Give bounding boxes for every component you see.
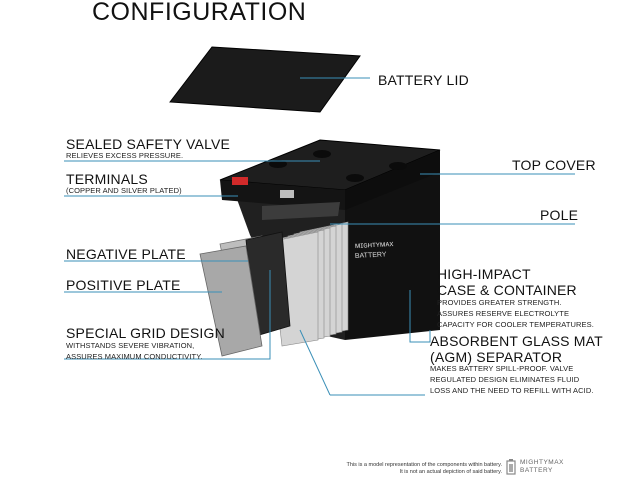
footnote-line: It is not an actual depiction of said ba… bbox=[399, 469, 502, 475]
label-agm-2: (AGM) SEPARATOR bbox=[430, 349, 563, 365]
special-grid-sub-line: WITHSTANDS SEVERE VIBRATION, bbox=[66, 341, 195, 350]
label-high-impact-2: CASE & CONTAINER bbox=[437, 282, 577, 298]
footnote-line: This is a model representation of the co… bbox=[346, 462, 502, 468]
battery-icon bbox=[506, 459, 516, 475]
label-sealed-safety-valve-sub: RELIEVES EXCESS PRESSURE. bbox=[66, 151, 184, 160]
label-negative-plate: NEGATIVE PLATE bbox=[66, 246, 186, 262]
logo-line-2: BATTERY bbox=[520, 467, 553, 474]
high-impact-sub-line: ASSURES RESERVE ELECTROLYTE bbox=[437, 309, 570, 318]
leader-lines bbox=[64, 77, 575, 396]
label-agm-sub: MAKES BATTERY SPILL-PROOF. VALVE REGULAT… bbox=[430, 363, 594, 396]
label-agm-1: ABSORBENT GLASS MAT bbox=[430, 333, 603, 349]
brand-logo: MIGHTYMAX BATTERY bbox=[506, 458, 616, 476]
label-top-cover: TOP COVER bbox=[512, 157, 596, 173]
label-sealed-safety-valve: SEALED SAFETY VALVE bbox=[66, 136, 231, 152]
positive-plate-shape bbox=[199, 245, 263, 357]
high-impact-sub-line: PROVIDES GREATER STRENGTH. bbox=[437, 298, 562, 307]
separator-plates bbox=[269, 221, 349, 347]
label-special-grid: SPECIAL GRID DESIGN bbox=[66, 325, 225, 341]
logo-line-1: MIGHTYMAX bbox=[520, 459, 564, 466]
top-cover-shape bbox=[219, 139, 441, 210]
agm-sub-line: LOSS AND THE NEED TO REFILL WITH ACID. bbox=[430, 386, 594, 395]
label-special-grid-sub: WITHSTANDS SEVERE VIBRATION, ASSURES MAX… bbox=[66, 340, 203, 362]
footnote: This is a model representation of the co… bbox=[346, 462, 502, 476]
page-title: CONFIGURATION bbox=[92, 0, 307, 26]
battery-lid-shape bbox=[169, 46, 361, 113]
label-positive-plate: POSITIVE PLATE bbox=[66, 277, 181, 293]
label-battery-lid: BATTERY LID bbox=[378, 72, 469, 88]
label-high-impact-1: HIGH-IMPACT bbox=[437, 266, 531, 282]
pole-shape bbox=[262, 202, 340, 220]
label-pole: POLE bbox=[540, 207, 579, 223]
label-terminals: TERMINALS bbox=[66, 171, 148, 187]
terminal-shapes bbox=[232, 177, 294, 198]
svg-text:BATTERY: BATTERY bbox=[355, 251, 387, 260]
special-grid-sub-line: ASSURES MAXIMUM CONDUCTIVITY. bbox=[66, 352, 203, 361]
svg-text:ᴍɪɢʜᴛʏᴍᴀx: ᴍɪɢʜᴛʏᴍᴀx bbox=[355, 239, 394, 250]
label-high-impact-sub: PROVIDES GREATER STRENGTH. ASSURES RESER… bbox=[437, 297, 594, 330]
agm-sub-line: MAKES BATTERY SPILL-PROOF. VALVE bbox=[430, 364, 574, 373]
label-terminals-sub: (COPPER AND SILVER PLATED) bbox=[66, 186, 182, 195]
high-impact-sub-line: CAPACITY FOR COOLER TEMPERATURES. bbox=[437, 320, 594, 329]
agm-sub-line: REGULATED DESIGN ELIMINATES FLUID bbox=[430, 375, 580, 384]
